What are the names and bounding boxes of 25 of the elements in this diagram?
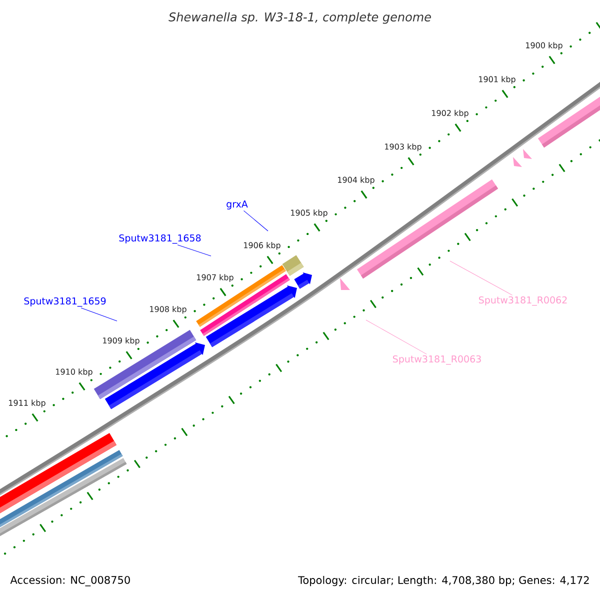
gene-label: Sputw3181_1659 [24, 297, 106, 307]
tick-label: 1906 kbp [244, 242, 280, 250]
tick-label: 1909 kbp [103, 337, 140, 346]
title: Shewanella sp. W3-18-1, complete genome [168, 12, 431, 24]
tick-label: 1910 kbp [56, 368, 92, 376]
leader-line [80, 308, 118, 322]
leader-line [177, 244, 212, 256]
gene-label: Sputw3181_R0063 [393, 355, 481, 365]
tick-label: 1908 kbp [150, 306, 186, 314]
leader-line [366, 320, 427, 354]
tick-label: 1902 kbp [432, 110, 468, 118]
gene-label: grxA [226, 200, 248, 210]
tick-label: 1911 kbp [9, 400, 46, 408]
gene-label: Sputw3181_R0062 [479, 296, 567, 306]
tick-label: 1900 kbp [526, 42, 562, 50]
gene-label: Sputw3181_1658 [119, 234, 201, 244]
leader-line [244, 210, 268, 232]
leader-line [450, 260, 513, 296]
accession-text: Accession: NC_008750 [10, 576, 130, 586]
genome-info-text: Topology: circular; Length: 4,708,380 bp; Genes: 4,172 [298, 576, 589, 586]
tick-label: 1901 kbp [479, 76, 516, 84]
tick-label: 1903 kbp [385, 143, 422, 152]
tick-label: 1904 kbp [338, 176, 374, 184]
tick-label: 1907 kbp [197, 274, 234, 282]
tick-label: 1905 kbp [291, 210, 328, 218]
